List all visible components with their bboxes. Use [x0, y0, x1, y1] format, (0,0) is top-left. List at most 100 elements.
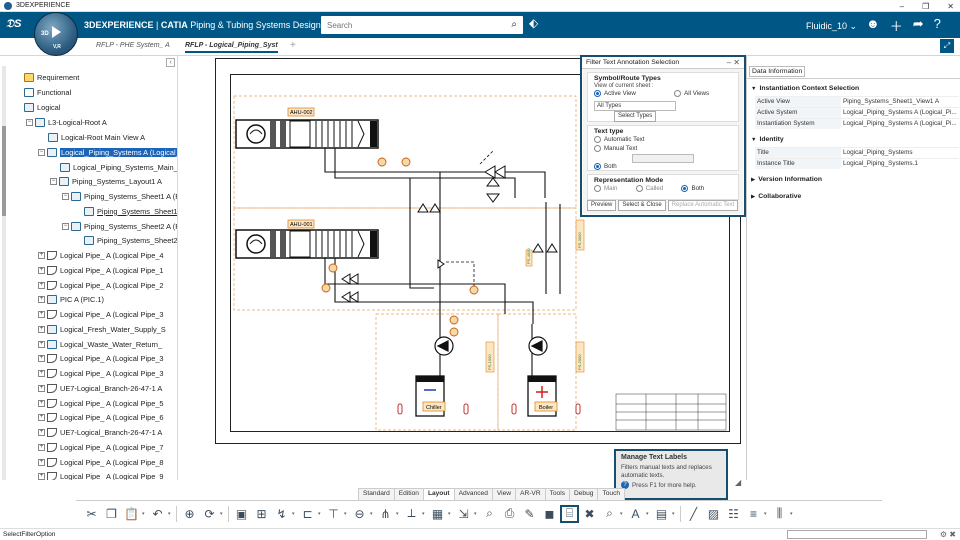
expand-icon[interactable]: +: [38, 384, 45, 392]
command-input[interactable]: [787, 530, 927, 539]
section-tab-edition[interactable]: Edition: [393, 488, 424, 500]
pipe-lines[interactable]: [324, 148, 561, 380]
profile-icon[interactable]: ☻: [866, 16, 880, 31]
grid-icon[interactable]: ▤: [655, 506, 668, 521]
resize-corner-icon[interactable]: ◢: [735, 478, 742, 487]
label-ahu-002[interactable]: AHU-002: [290, 110, 313, 116]
replace-automatic-text-button[interactable]: Replace Automatic Text: [667, 200, 739, 211]
dialog-minimize-icon[interactable]: –: [726, 58, 732, 67]
tree-item[interactable]: +Logical Pipe_ A (Logical Pipe_8: [38, 455, 164, 469]
undo-icon[interactable]: ↶: [152, 506, 163, 521]
tree-item[interactable]: +Logical Pipe_ A (Logical Pipe_9: [38, 469, 164, 480]
ahu-002-unit[interactable]: [235, 119, 379, 149]
section-identity[interactable]: ▼Identity: [751, 136, 784, 143]
cube-icon[interactable]: ◼: [544, 506, 555, 521]
expand-icon[interactable]: +: [38, 399, 45, 407]
radio-manual-text[interactable]: Manual Text: [594, 145, 637, 152]
search-box[interactable]: ⌕: [321, 16, 523, 34]
minimize-button[interactable]: –: [899, 1, 905, 11]
help-icon[interactable]: ?: [933, 16, 941, 31]
tree-item[interactable]: Requirement: [24, 70, 79, 84]
expand-icon[interactable]: +: [38, 354, 45, 362]
section-collaborative[interactable]: ▶Collaborative: [751, 193, 802, 200]
types-field[interactable]: All Types: [594, 101, 676, 111]
print-icon[interactable]: ⎙: [504, 506, 515, 520]
section-tab-standard[interactable]: Standard: [358, 488, 395, 500]
section-version[interactable]: ▶Version Information: [751, 176, 823, 183]
tree-item[interactable]: Logical_Piping_Systems_Main_: [60, 160, 177, 174]
image-icon[interactable]: ▨: [707, 506, 720, 521]
expand-icon[interactable]: +: [38, 251, 45, 259]
tree-item[interactable]: +Logical Pipe_ A (Logical Pipe_5: [38, 396, 164, 410]
annotate-icon[interactable]: ✎: [524, 506, 535, 521]
label-chiller[interactable]: Chiller: [426, 405, 442, 411]
tree-item[interactable]: Piping_Systems_Sheet1: [84, 204, 177, 218]
tree-scrollbar[interactable]: [2, 66, 6, 480]
preview-button[interactable]: Preview: [587, 200, 617, 211]
manage-text-labels-icon[interactable]: ⌸: [560, 504, 579, 523]
compass-widget[interactable]: 3D V,R: [34, 12, 78, 56]
expand-icon[interactable]: +: [38, 369, 45, 377]
tag-ps-4000[interactable]: PS-4000: [526, 248, 531, 264]
label-boiler[interactable]: Boiler: [539, 405, 553, 411]
export-icon[interactable]: ⇲: [458, 506, 469, 521]
radio-active-view[interactable]: Active View: [594, 90, 636, 97]
section-tab-debug[interactable]: Debug: [569, 488, 599, 500]
collapse-tree-icon[interactable]: ‹: [166, 58, 175, 67]
tree-item[interactable]: Logical-Root Main View A: [48, 130, 145, 144]
section-tab-view[interactable]: View: [491, 488, 517, 500]
flow-icon[interactable]: ⟂: [407, 506, 416, 520]
section-tab-layout[interactable]: Layout: [422, 488, 455, 500]
radio-main[interactable]: Main: [594, 185, 617, 192]
section-tab-ar-vr[interactable]: AR-VR: [515, 488, 546, 500]
add-icon[interactable]: ＋: [889, 19, 903, 34]
tab-data-information[interactable]: Data Information: [749, 66, 806, 77]
tree-item[interactable]: +Logical Pipe_ A (Logical Pipe_4: [38, 248, 164, 262]
tree-item[interactable]: +Logical Pipe_ A (Logical Pipe_7: [38, 440, 164, 454]
section-tab-advanced[interactable]: Advanced: [453, 488, 493, 500]
expand-icon[interactable]: +: [38, 325, 45, 333]
tree-item[interactable]: −Logical_Piping_Systems A (Logical_P: [38, 145, 177, 159]
expand-icon[interactable]: +: [38, 295, 45, 303]
expand-icon[interactable]: +: [38, 266, 45, 274]
expand-icon[interactable]: +: [38, 472, 45, 480]
close-window-button[interactable]: ✕: [947, 1, 954, 11]
tree-item[interactable]: +UE7-Logical_Branch-26-47-1 A: [38, 425, 162, 439]
tree-item[interactable]: −Piping_Systems_Sheet1 A (P: [62, 189, 177, 203]
radio-automatic-text[interactable]: Automatic Text: [594, 136, 644, 143]
tag-icon[interactable]: ⬖: [529, 16, 539, 30]
line-icon[interactable]: ╱: [689, 506, 698, 521]
pumps[interactable]: [434, 336, 548, 356]
properties-icon[interactable]: ☷: [728, 506, 739, 521]
tree-item[interactable]: +Logical Pipe_ A (Logical Pipe_3: [38, 307, 164, 321]
tree-item[interactable]: +PIC A (PIC.1): [38, 292, 104, 306]
sheet-icon[interactable]: ▣: [235, 506, 248, 521]
zoom-area-icon[interactable]: ⊕: [184, 506, 195, 521]
dialog-close-icon[interactable]: ✕: [733, 58, 740, 67]
user-menu[interactable]: Fluidic_10 ⌄: [806, 21, 858, 31]
tree-item[interactable]: Logical: [24, 100, 60, 114]
tree-item[interactable]: −Piping_Systems_Layout1 A: [50, 174, 162, 188]
section-tab-touch[interactable]: Touch: [597, 488, 626, 500]
update-icon[interactable]: ⟳: [204, 506, 215, 521]
collapse-icon[interactable]: −: [50, 177, 57, 185]
expand-icon[interactable]: +: [38, 310, 45, 318]
radio-all-views[interactable]: All Views: [674, 90, 709, 97]
paste-icon[interactable]: 📋: [124, 506, 139, 521]
tree-item[interactable]: +Logical Pipe_ A (Logical Pipe_6: [38, 410, 164, 424]
tree-item[interactable]: +Logical Pipe_ A (Logical Pipe_1: [38, 263, 164, 277]
tree-scrollbar-thumb[interactable]: [2, 126, 6, 216]
status-settings-icon[interactable]: ⚙: [939, 530, 948, 539]
section-tab-tools[interactable]: Tools: [544, 488, 570, 500]
remove-label-icon[interactable]: ✖: [584, 506, 595, 521]
expand-icon[interactable]: +: [38, 428, 45, 436]
tree-item[interactable]: +Logical_Waste_Water_Return_: [38, 337, 162, 351]
section-instantiation[interactable]: ▼Instantiation Context Selection: [751, 85, 860, 92]
tree-item[interactable]: Piping_Systems_Sheet2_: [84, 233, 177, 247]
select-close-button[interactable]: Select & Close: [618, 200, 666, 211]
tag-ps-2000[interactable]: PS-2000: [577, 354, 582, 370]
cut-icon[interactable]: ✂: [86, 506, 97, 521]
collapse-icon[interactable]: −: [26, 118, 33, 126]
expand-icon[interactable]: +: [38, 458, 45, 466]
label-ahu-001[interactable]: AHU-001: [290, 222, 313, 228]
